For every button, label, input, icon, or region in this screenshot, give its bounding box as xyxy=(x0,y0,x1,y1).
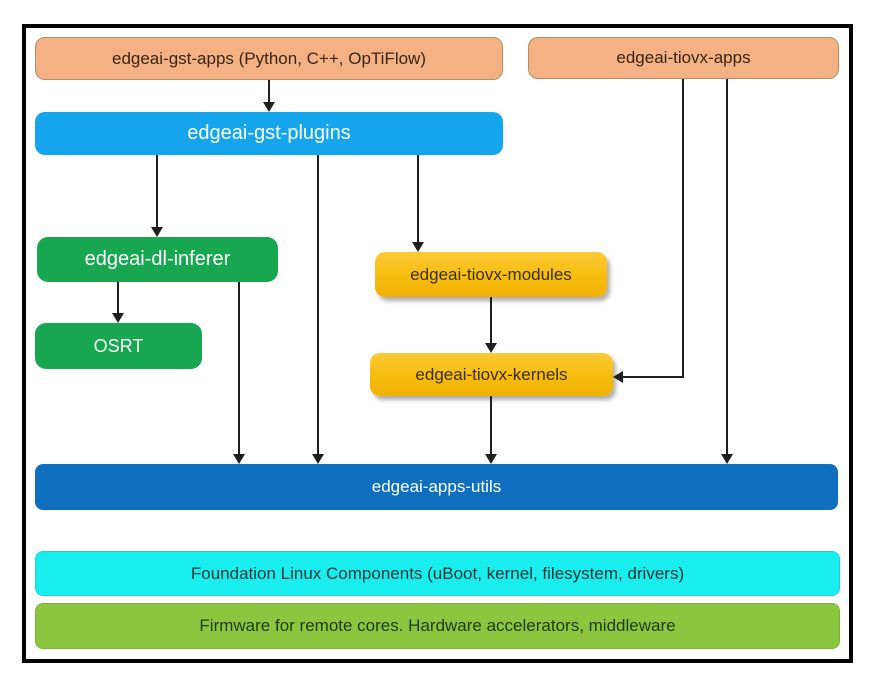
node-edgeai-apps-utils: edgeai-apps-utils xyxy=(35,464,838,510)
node-edgeai-gst-plugins-label: edgeai-gst-plugins xyxy=(187,122,351,144)
arrow-tiovxapps-kernels-head xyxy=(613,371,623,383)
node-edgeai-gst-plugins: edgeai-gst-plugins xyxy=(35,112,503,155)
arrow-dlinferer-osrt-line xyxy=(117,282,119,313)
node-edgeai-dl-inferer: edgeai-dl-inferer xyxy=(37,237,278,282)
arrow-gstapps-plugins-head xyxy=(263,102,275,112)
node-edgeai-gst-apps-label: edgeai-gst-apps (Python, C++, OpTiFlow) xyxy=(111,48,426,68)
node-foundation-linux: Foundation Linux Components (uBoot, kern… xyxy=(35,551,840,596)
node-edgeai-tiovx-apps: edgeai-tiovx-apps xyxy=(528,37,839,79)
arrow-plugins-modules-line xyxy=(417,155,419,242)
node-edgeai-apps-utils-label: edgeai-apps-utils xyxy=(371,477,502,497)
arrow-kernels-utils-line xyxy=(490,396,492,454)
arrow-plugins-utils-line xyxy=(317,155,319,454)
arrow-plugins-dlinferer-head xyxy=(151,227,163,237)
node-edgeai-tiovx-modules: edgeai-tiovx-modules xyxy=(375,252,607,297)
arrow-plugins-dlinferer-line xyxy=(156,155,158,227)
node-foundation-linux-label: Foundation Linux Components (uBoot, kern… xyxy=(190,563,685,583)
arrow-dlinferer-utils-line xyxy=(238,282,240,454)
arrow-tiovxapps-utils-line xyxy=(726,79,728,454)
node-osrt-label: OSRT xyxy=(93,335,144,356)
node-edgeai-tiovx-apps-label: edgeai-tiovx-apps xyxy=(616,48,751,68)
arrow-tiovxapps-kernels-hline xyxy=(623,376,684,378)
node-edgeai-gst-apps: edgeai-gst-apps (Python, C++, OpTiFlow) xyxy=(35,37,503,80)
arrow-modules-kernels-line xyxy=(490,297,492,343)
arrow-gstapps-plugins-line xyxy=(268,80,270,103)
node-edgeai-tiovx-modules-label: edgeai-tiovx-modules xyxy=(410,264,572,284)
node-edgeai-dl-inferer-label: edgeai-dl-inferer xyxy=(84,248,231,270)
arrow-dlinferer-utils-head xyxy=(233,454,245,464)
arrow-tiovxapps-utils-head xyxy=(721,454,733,464)
arrow-plugins-modules-head xyxy=(412,242,424,252)
arrow-dlinferer-osrt-head xyxy=(112,313,124,323)
node-edgeai-tiovx-kernels: edgeai-tiovx-kernels xyxy=(370,353,613,396)
arrow-tiovxapps-kernels-vline xyxy=(682,79,684,378)
arrow-modules-kernels-head xyxy=(485,343,497,353)
node-osrt: OSRT xyxy=(35,323,202,369)
arrow-kernels-utils-head xyxy=(485,454,497,464)
arrow-plugins-utils-head xyxy=(312,454,324,464)
node-firmware-remote-cores-label: Firmware for remote cores. Hardware acce… xyxy=(199,616,676,636)
node-edgeai-tiovx-kernels-label: edgeai-tiovx-kernels xyxy=(415,364,568,384)
node-firmware-remote-cores: Firmware for remote cores. Hardware acce… xyxy=(35,603,840,649)
